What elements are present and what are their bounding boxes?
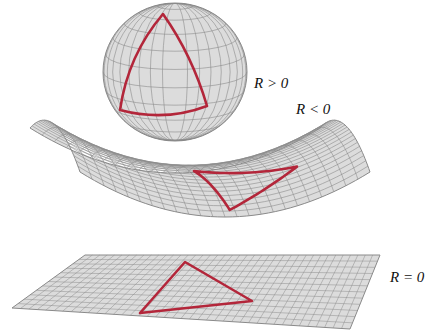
meridian-line — [104, 3, 246, 141]
latitude-line — [124, 121, 226, 132]
plane-grid-line — [49, 282, 366, 293]
meridian-line — [120, 3, 230, 141]
saddle-grid-line — [55, 125, 345, 170]
curvature-label: R > 0 — [254, 74, 288, 92]
saddle-grid-line — [57, 127, 347, 172]
plane-grid-line — [73, 264, 375, 268]
latitude-line — [139, 12, 211, 20]
saddle-grid-line — [308, 127, 358, 179]
plane-surface — [12, 255, 380, 329]
meridian-line — [107, 3, 242, 141]
meridian-line — [139, 3, 211, 141]
saddle-grid-line — [42, 127, 92, 179]
latitude-line — [139, 132, 211, 140]
sphere-surface — [103, 3, 247, 143]
saddle-grid-line — [61, 132, 351, 177]
plane-outline — [12, 255, 380, 329]
saddle-grid-line — [272, 145, 322, 197]
meridian-line — [113, 3, 238, 141]
saddle-grid-line — [68, 142, 358, 187]
latitude-line — [105, 90, 244, 105]
hyperbolic-triangle — [194, 167, 297, 210]
saddle-surface — [30, 120, 370, 217]
plane-grid-line — [67, 268, 373, 273]
saddle-outline — [30, 120, 370, 217]
plane-grid-line — [79, 259, 378, 261]
meridian-line — [129, 3, 222, 141]
flat-triangle — [140, 262, 252, 313]
meridian-line — [103, 3, 247, 141]
plane-grid-line — [42, 286, 362, 298]
spherical-triangle — [120, 14, 207, 115]
saddle-grid-line — [284, 140, 334, 192]
curvature-label: R = 0 — [390, 268, 424, 286]
plane-grid-line — [18, 304, 352, 323]
sphere-outline — [103, 3, 247, 141]
meridian-line — [162, 3, 187, 141]
latitude-line — [105, 54, 244, 69]
saddle-grid-line — [139, 162, 189, 214]
saddle-grid-line — [78, 166, 368, 211]
saddle-grid-line — [296, 134, 346, 186]
sphere-grid — [103, 3, 247, 143]
meridian-line — [150, 3, 199, 141]
curvature-label: R < 0 — [296, 100, 330, 118]
saddle-grid-line — [65, 139, 355, 184]
